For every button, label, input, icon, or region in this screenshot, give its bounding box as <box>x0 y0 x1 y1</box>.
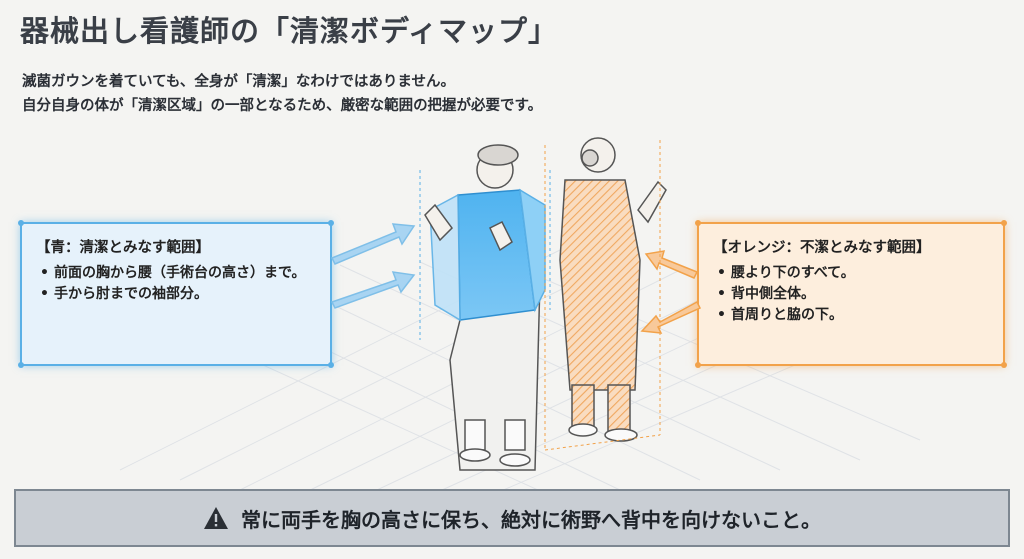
back-figure <box>559 137 667 442</box>
corner-dot <box>18 362 24 368</box>
corner-dot <box>328 362 334 368</box>
clean-zone-box: 【青：清潔とみなす範囲】 前面の胸から腰（手術台の高さ）まで。 手から肘までの袖… <box>18 220 334 368</box>
page-title: 器械出し看護師の「清潔ボディマップ」 <box>20 14 558 48</box>
corner-dot <box>695 220 701 226</box>
corner-dot <box>328 220 334 226</box>
unclean-zone-title: 【オレンジ：不潔とみなす範囲】 <box>713 240 931 256</box>
unclean-zone-item: 首周りと脇の下。 <box>713 305 989 326</box>
clean-bounding-lines <box>419 170 551 340</box>
clean-zone-title: 【青：清潔とみなす範囲】 <box>36 240 210 256</box>
orange-arrow-lower <box>640 300 702 334</box>
unclean-zone-item: 背中側全体。 <box>713 284 989 305</box>
unclean-zone-box: 【オレンジ：不潔とみなす範囲】 腰より下のすべて。 背中側全体。 首周りと脇の下… <box>695 220 1007 368</box>
unclean-bounding-lines <box>544 140 661 451</box>
body-map-illustration <box>419 137 667 471</box>
blue-arrow-lower <box>330 271 416 309</box>
clean-zone-item: 前面の胸から腰（手術台の高さ）まで。 <box>36 263 316 284</box>
corner-dot <box>1001 220 1007 226</box>
clean-zone-item: 手から肘までの袖部分。 <box>36 284 316 305</box>
subtitle-line-2: 自分自身の体が「清潔区域」の一部となるため、厳密な範囲の把握が必要です。 <box>22 98 543 114</box>
blue-arrow-upper <box>330 223 416 265</box>
corner-dot <box>695 362 701 368</box>
subtitle-line-1: 滅菌ガウンを着ていても、全身が「清潔」なわけではありません。 <box>22 74 455 90</box>
warning-icon <box>204 507 228 529</box>
warning-banner: 常に両手を胸の高さに保ち、絶対に術野へ背中を向けないこと。 <box>14 489 1010 547</box>
warning-text: 常に両手を胸の高さに保ち、絶対に術野へ背中を向けないこと。 <box>241 507 821 532</box>
unclean-zone-item: 腰より下のすべて。 <box>713 263 989 284</box>
orange-arrow-upper <box>644 250 699 279</box>
front-figure <box>424 144 546 471</box>
corner-dot <box>1001 362 1007 368</box>
corner-dot <box>18 220 24 226</box>
